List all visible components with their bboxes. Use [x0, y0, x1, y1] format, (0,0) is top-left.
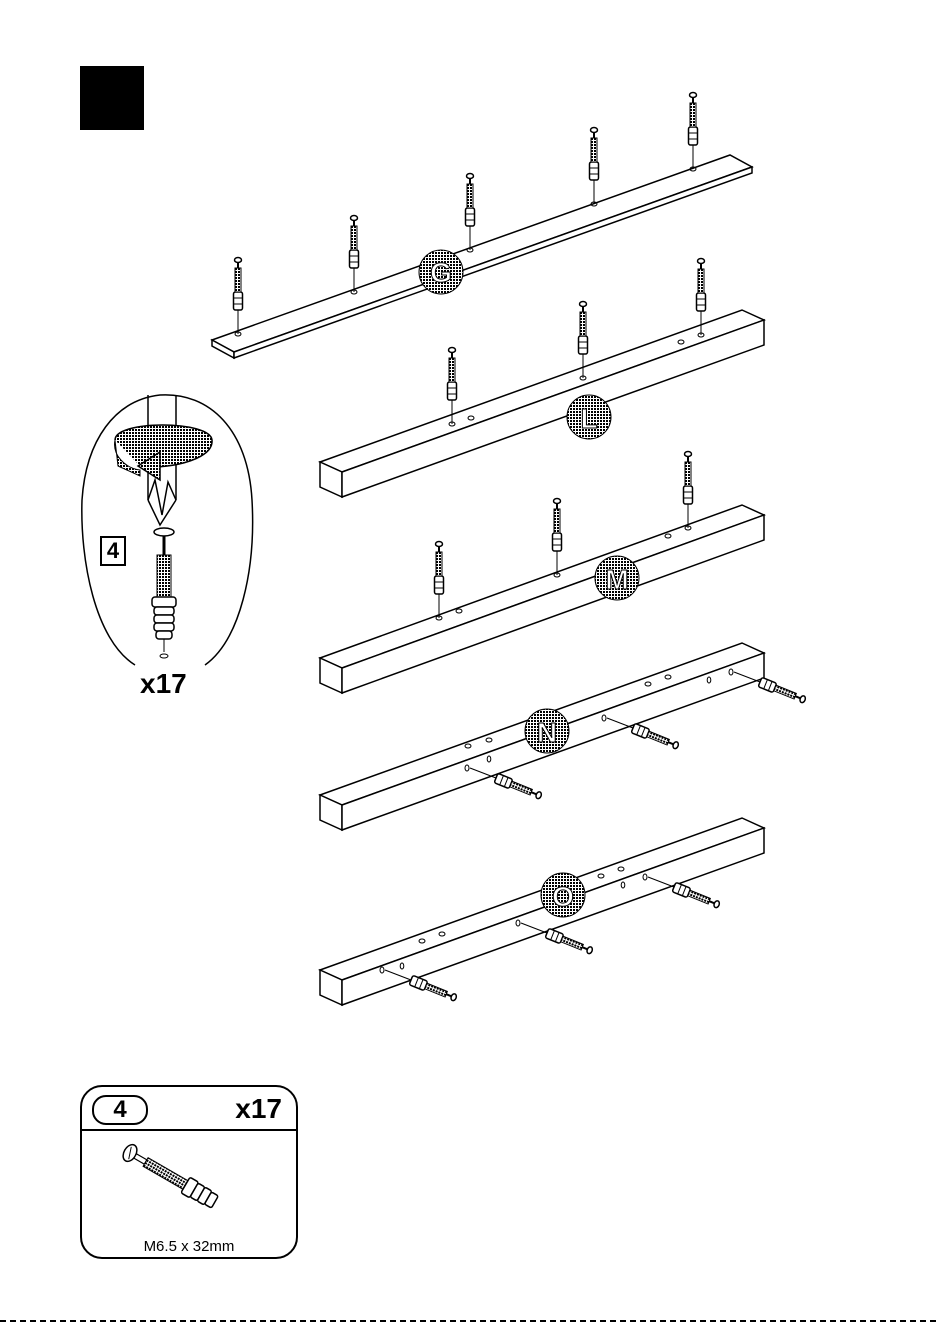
- svg-text:L: L: [580, 403, 597, 434]
- svg-text:M: M: [605, 564, 628, 595]
- hardware-spec: M6.5 x 32mm: [82, 1238, 296, 1255]
- hardware-card: 4 x17 M6.5 x 32mm: [80, 1085, 298, 1259]
- label-l: L: [567, 395, 611, 439]
- label-g: G: [419, 250, 463, 294]
- label-n: N: [525, 709, 569, 753]
- label-m: M: [595, 556, 639, 600]
- detail-callout: [82, 395, 253, 665]
- panel-o: [320, 818, 764, 1005]
- panel-m: [320, 452, 764, 694]
- detail-quantity: x17: [140, 668, 187, 700]
- page-bottom-rule: [0, 1320, 936, 1322]
- svg-text:N: N: [537, 717, 557, 748]
- rotate-arrow-icon: [115, 425, 212, 480]
- label-o: O: [541, 873, 585, 917]
- cam-bolt-icon: [152, 528, 176, 658]
- cam-bolt-icon: [82, 1131, 296, 1235]
- svg-text:G: G: [430, 257, 452, 288]
- panel-g: [212, 93, 752, 359]
- detail-part-number: 4: [100, 536, 126, 566]
- svg-text:O: O: [552, 881, 574, 912]
- hardware-quantity: x17: [235, 1093, 282, 1125]
- hardware-part-number: 4: [92, 1095, 148, 1125]
